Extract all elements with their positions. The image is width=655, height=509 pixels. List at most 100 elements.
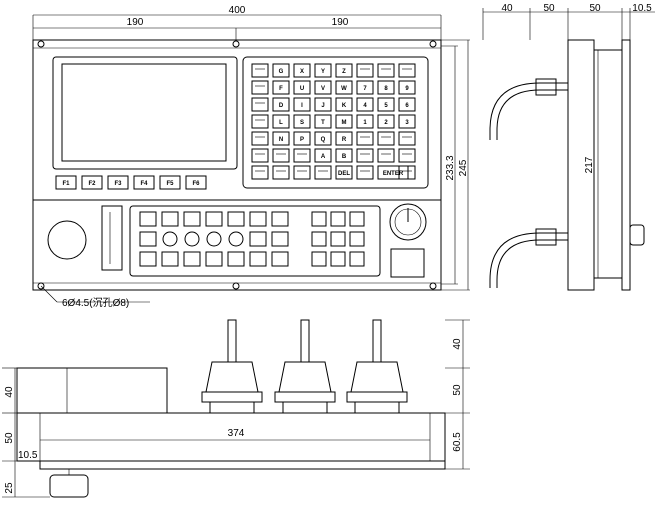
keypad-key[interactable] [293, 80, 311, 95]
keypad-key[interactable] [356, 80, 374, 95]
jog-button[interactable] [349, 231, 365, 247]
jog-button[interactable] [330, 251, 346, 267]
keypad-key[interactable] [314, 148, 332, 163]
operator-button[interactable] [271, 251, 289, 267]
function-key-2[interactable] [81, 175, 103, 190]
function-key-5[interactable] [159, 175, 181, 190]
operator-button[interactable] [249, 211, 267, 227]
keypad-key[interactable] [398, 131, 416, 146]
operator-button[interactable] [183, 211, 201, 227]
keypad-key[interactable] [251, 165, 269, 180]
keypad-key[interactable] [251, 148, 269, 163]
dim-bottom-l10-5: 10.5 [18, 450, 38, 461]
keypad-key[interactable] [272, 148, 290, 163]
keypad-key[interactable] [335, 97, 353, 112]
dsub-plug [209, 401, 255, 414]
keypad-key[interactable] [272, 97, 290, 112]
keypad-key[interactable] [377, 97, 395, 112]
keypad-key[interactable] [356, 148, 374, 163]
keypad-key[interactable] [251, 63, 269, 78]
operator-button[interactable] [227, 251, 245, 267]
keypad-key[interactable] [293, 97, 311, 112]
keypad-key[interactable] [293, 148, 311, 163]
keypad-key[interactable] [314, 97, 332, 112]
operator-button[interactable] [161, 211, 179, 227]
operator-button[interactable] [161, 251, 179, 267]
keypad-key[interactable] [335, 148, 353, 163]
keypad-key-label: P [300, 137, 304, 143]
jog-button[interactable] [311, 211, 327, 227]
keypad-key[interactable] [377, 63, 395, 78]
operator-button[interactable] [271, 211, 289, 227]
keypad-key[interactable] [377, 114, 395, 129]
keypad-key[interactable] [272, 114, 290, 129]
keypad-key[interactable] [377, 80, 395, 95]
operator-button[interactable] [205, 211, 223, 227]
jog-button[interactable] [330, 211, 346, 227]
jog-button[interactable] [311, 251, 327, 267]
jog-button[interactable] [311, 231, 327, 247]
keypad-key[interactable] [293, 114, 311, 129]
keypad-key[interactable] [398, 148, 416, 163]
function-key-4[interactable] [133, 175, 155, 190]
operator-button[interactable] [139, 211, 157, 227]
keypad-key[interactable] [377, 131, 395, 146]
keypad-key[interactable] [293, 165, 311, 180]
keypad-key[interactable] [272, 131, 290, 146]
keypad-key[interactable] [335, 165, 353, 180]
keypad-key[interactable] [356, 131, 374, 146]
keypad-key[interactable] [356, 63, 374, 78]
keypad-key[interactable] [251, 131, 269, 146]
keypad-key[interactable] [314, 114, 332, 129]
operator-button[interactable] [183, 251, 201, 267]
keypad-key[interactable] [377, 165, 409, 180]
keypad-key[interactable] [398, 165, 416, 180]
keypad-key[interactable] [293, 131, 311, 146]
keypad-key-label: M [342, 120, 347, 126]
keypad-key[interactable] [335, 131, 353, 146]
keypad-key[interactable] [251, 114, 269, 129]
operator-button[interactable] [139, 231, 157, 247]
keypad-key[interactable] [398, 97, 416, 112]
operator-button[interactable] [205, 251, 223, 267]
operator-button[interactable] [249, 231, 267, 247]
jog-button[interactable] [349, 211, 365, 227]
operator-button[interactable] [271, 231, 289, 247]
operator-button[interactable] [249, 251, 267, 267]
round-operator-button[interactable] [206, 231, 222, 247]
function-key-3[interactable] [107, 175, 129, 190]
function-key-1[interactable] [55, 175, 77, 190]
keypad-key[interactable] [272, 80, 290, 95]
jog-button[interactable] [349, 251, 365, 267]
keypad-key[interactable] [251, 97, 269, 112]
keypad-key[interactable] [314, 63, 332, 78]
operator-button[interactable] [227, 211, 245, 227]
keypad-key[interactable] [272, 165, 290, 180]
jog-button[interactable] [330, 231, 346, 247]
keypad-key[interactable] [314, 165, 332, 180]
keypad-key[interactable] [335, 80, 353, 95]
keypad-key[interactable] [251, 80, 269, 95]
dim-bottom-l50: 50 [4, 432, 15, 444]
keypad-key[interactable] [314, 80, 332, 95]
keypad-key[interactable] [356, 97, 374, 112]
operator-button[interactable] [139, 251, 157, 267]
keypad-key[interactable] [356, 165, 374, 180]
keypad-key[interactable] [398, 63, 416, 78]
round-operator-button[interactable] [162, 231, 178, 247]
round-operator-button[interactable] [228, 231, 244, 247]
keypad-key[interactable] [314, 131, 332, 146]
keypad-key[interactable] [398, 114, 416, 129]
keypad-key[interactable] [335, 63, 353, 78]
round-operator-button[interactable] [184, 231, 200, 247]
keypad-key[interactable] [272, 63, 290, 78]
top-dimensions: 400 190 190 [32, 5, 442, 40]
keypad-key[interactable] [293, 63, 311, 78]
side-flange [621, 39, 631, 291]
keypad-key[interactable] [398, 80, 416, 95]
keypad-key[interactable] [335, 114, 353, 129]
keypad-key[interactable] [356, 114, 374, 129]
function-key-6[interactable] [185, 175, 207, 190]
keypad-key[interactable] [377, 148, 395, 163]
